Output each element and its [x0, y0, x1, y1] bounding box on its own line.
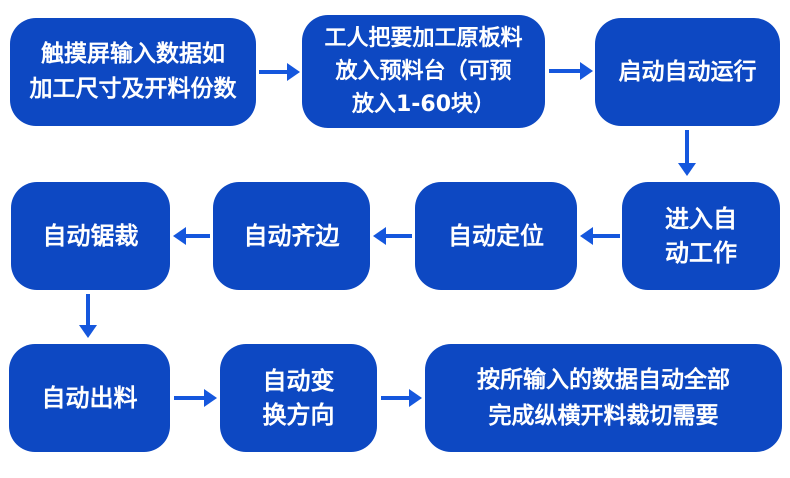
arrow-shaft — [86, 294, 90, 327]
arrow-left-icon — [173, 222, 210, 250]
arrow-head — [79, 325, 97, 338]
arrow-head — [409, 389, 422, 407]
arrow-down-icon — [673, 130, 701, 176]
arrow-head — [173, 227, 186, 245]
arrow-shaft — [184, 234, 210, 238]
flow-node-label: 自动出料 — [41, 384, 138, 412]
flow-node-load-material: 工人把要加工原板料 放入预料台（可预 放入1-60块） — [302, 15, 545, 128]
arrow-shaft — [381, 396, 411, 400]
arrow-shaft — [384, 234, 412, 238]
arrow-shaft — [685, 130, 689, 165]
flow-node-auto-complete-cutting: 按所输入的数据自动全部 完成纵横开料裁切需要 — [425, 344, 782, 452]
flow-node-label: 按所输入的数据自动全部 完成纵横开料裁切需要 — [477, 367, 730, 429]
flow-node-auto-sawing: 自动锯裁 — [11, 182, 170, 290]
flow-node-label: 启动自动运行 — [618, 59, 757, 85]
arrow-head — [678, 163, 696, 176]
arrow-right-icon — [174, 384, 217, 412]
arrow-head — [373, 227, 386, 245]
arrow-left-icon — [373, 222, 412, 250]
flow-node-label: 自动变 换方向 — [262, 367, 335, 429]
flow-node-auto-direction-change: 自动变 换方向 — [220, 344, 377, 452]
flow-node-label: 自动定位 — [448, 222, 544, 250]
flow-node-start-auto-run: 启动自动运行 — [595, 18, 780, 126]
flow-node-label: 工人把要加工原板料 放入预料台（可预 放入1-60块） — [324, 26, 523, 117]
arrow-head — [580, 227, 593, 245]
flow-node-auto-positioning: 自动定位 — [415, 182, 577, 290]
arrow-right-icon — [259, 58, 300, 86]
arrow-down-icon — [74, 294, 102, 338]
flow-node-enter-auto-work: 进入自 动工作 — [622, 182, 780, 290]
arrow-shaft — [591, 234, 620, 238]
arrow-right-icon — [381, 384, 422, 412]
flow-node-label: 触摸屏输入数据如 加工尺寸及开料份数 — [29, 41, 237, 102]
arrow-shaft — [549, 69, 582, 73]
flow-node-touchscreen-input: 触摸屏输入数据如 加工尺寸及开料份数 — [10, 18, 256, 126]
arrow-shaft — [174, 396, 206, 400]
arrow-head — [580, 62, 593, 80]
arrow-shaft — [259, 70, 289, 74]
arrow-left-icon — [580, 222, 620, 250]
flow-node-auto-edge-align: 自动齐边 — [213, 182, 370, 290]
flow-node-label: 进入自 动工作 — [665, 205, 737, 267]
flow-node-auto-discharge: 自动出料 — [9, 344, 170, 452]
arrow-head — [287, 63, 300, 81]
arrow-right-icon — [549, 57, 593, 85]
arrow-head — [204, 389, 217, 407]
flow-node-label: 自动齐边 — [243, 222, 340, 250]
flow-node-label: 自动锯裁 — [42, 222, 139, 250]
